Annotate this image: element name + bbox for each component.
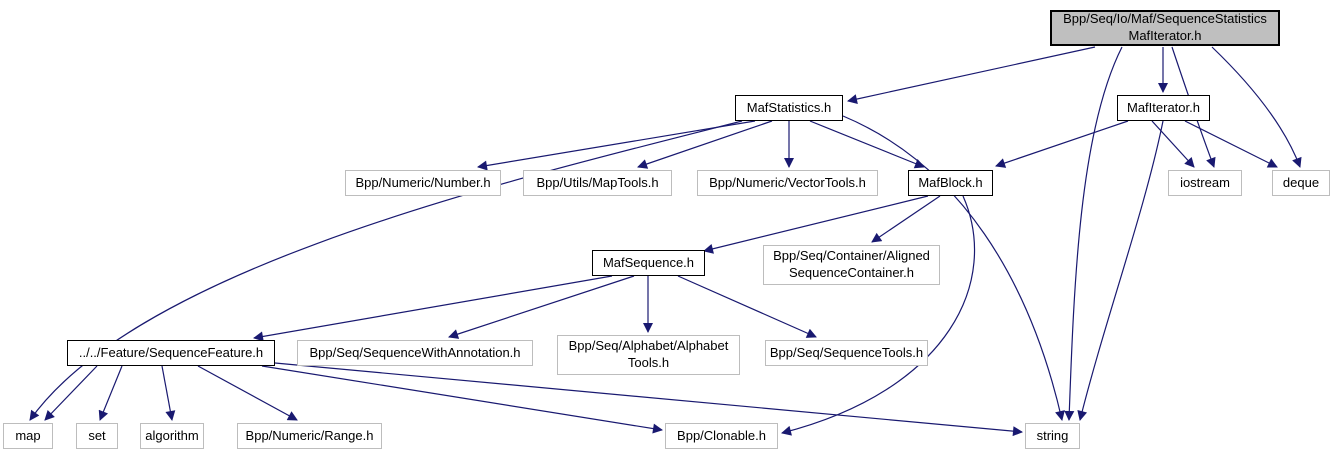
edge-mafstatistics-to-mafblock [809, 120, 925, 169]
edge-sequencefeature-to-range [197, 365, 298, 421]
node-sequencetools: Bpp/Seq/SequenceTools.h [765, 340, 928, 366]
edge-mafstatistics-to-maptools [637, 120, 773, 169]
node-number: Bpp/Numeric/Number.h [345, 170, 501, 196]
edge-mafiterator-to-mafblock [995, 120, 1129, 168]
edge-mafsequence-to-sequencefeature [253, 275, 613, 342]
node-label: deque [1282, 174, 1320, 190]
node-label: Tools.h [627, 355, 670, 370]
node-label: Bpp/Seq/SequenceWithAnnotation.h [309, 344, 521, 360]
node-range: Bpp/Numeric/Range.h [237, 423, 382, 449]
node-maptools: Bpp/Utils/MapTools.h [523, 170, 672, 196]
node-label: Bpp/Seq/SequenceTools.h [769, 344, 924, 360]
edge-sequencestatisticsmafiterator-to-string [1064, 46, 1123, 421]
edge-sequencefeature-to-clonable [261, 365, 663, 434]
node-mafblock[interactable]: MafBlock.h [908, 170, 993, 196]
node-label: algorithm [145, 427, 199, 443]
node-label: set [88, 427, 106, 443]
node-label: Bpp/Clonable.h [677, 427, 766, 443]
edge-sequencefeature-to-string [274, 362, 1023, 437]
edge-sequencefeature-to-map [44, 365, 98, 421]
edge-sequencestatisticsmafiterator-to-deque [1211, 46, 1302, 168]
edge-mafiterator-to-iostream [1151, 120, 1195, 168]
edge-sequencestatisticsmafiterator-to-mafstatistics [847, 46, 1096, 104]
node-map: map [3, 423, 53, 449]
node-sequencewithannotation: Bpp/Seq/SequenceWithAnnotation.h [297, 340, 533, 366]
node-label: Bpp/Numeric/Range.h [245, 427, 374, 443]
node-label: SequenceContainer.h [788, 265, 915, 280]
node-deque: deque [1272, 170, 1330, 196]
node-label: string [1036, 427, 1069, 443]
node-iostream: iostream [1168, 170, 1242, 196]
node-sequencefeature[interactable]: ../../Feature/SequenceFeature.h [67, 340, 275, 366]
edge-sequencefeature-to-algorithm [161, 365, 176, 421]
node-set: set [76, 423, 118, 449]
edge-mafstatistics-to-string [842, 115, 1065, 421]
edge-mafiterator-to-deque [1184, 120, 1278, 168]
node-mafstatistics[interactable]: MafStatistics.h [735, 95, 843, 121]
node-label: MafBlock.h [918, 174, 983, 190]
node-label: MafIterator.h [1127, 99, 1200, 115]
node-label: MafSequence.h [602, 254, 695, 270]
node-mafiterator[interactable]: MafIterator.h [1117, 95, 1210, 121]
node-label: ../../Feature/SequenceFeature.h [78, 344, 264, 360]
node-label: Bpp/Numeric/VectorTools.h [709, 174, 866, 190]
node-vectortools: Bpp/Numeric/VectorTools.h [697, 170, 878, 196]
node-label: Bpp/Numeric/Number.h [355, 174, 491, 190]
node-algorithm: algorithm [140, 423, 204, 449]
edge-mafsequence-to-sequencetools [677, 275, 817, 338]
edge-sequencefeature-to-set [98, 365, 123, 421]
node-label: Bpp/Utils/MapTools.h [536, 174, 659, 190]
node-label: MafStatistics.h [746, 99, 832, 115]
node-label: Bpp/Seq/Alphabet/Alphabet [568, 338, 729, 354]
node-label: Bpp/Seq/Container/Aligned [773, 248, 930, 264]
node-label: Bpp/Seq/Io/Maf/SequenceStatistics [1063, 11, 1267, 27]
node-mafsequence[interactable]: MafSequence.h [592, 250, 705, 276]
edge-mafblock-to-clonable [781, 195, 976, 436]
node-label: map [15, 427, 41, 443]
node-label: MafIterator.h [1128, 28, 1202, 43]
edge-mafiterator-to-string [1077, 120, 1164, 421]
edge-mafblock-to-mafsequence [703, 195, 929, 254]
node-string: string [1025, 423, 1080, 449]
node-clonable: Bpp/Clonable.h [665, 423, 778, 449]
node-label: iostream [1180, 174, 1230, 190]
edge-mafblock-to-alignedsequencecontainer [871, 195, 941, 243]
edge-mafstatistics-to-number [477, 120, 756, 171]
edge-mafsequence-to-sequencewithannotation [448, 275, 635, 339]
